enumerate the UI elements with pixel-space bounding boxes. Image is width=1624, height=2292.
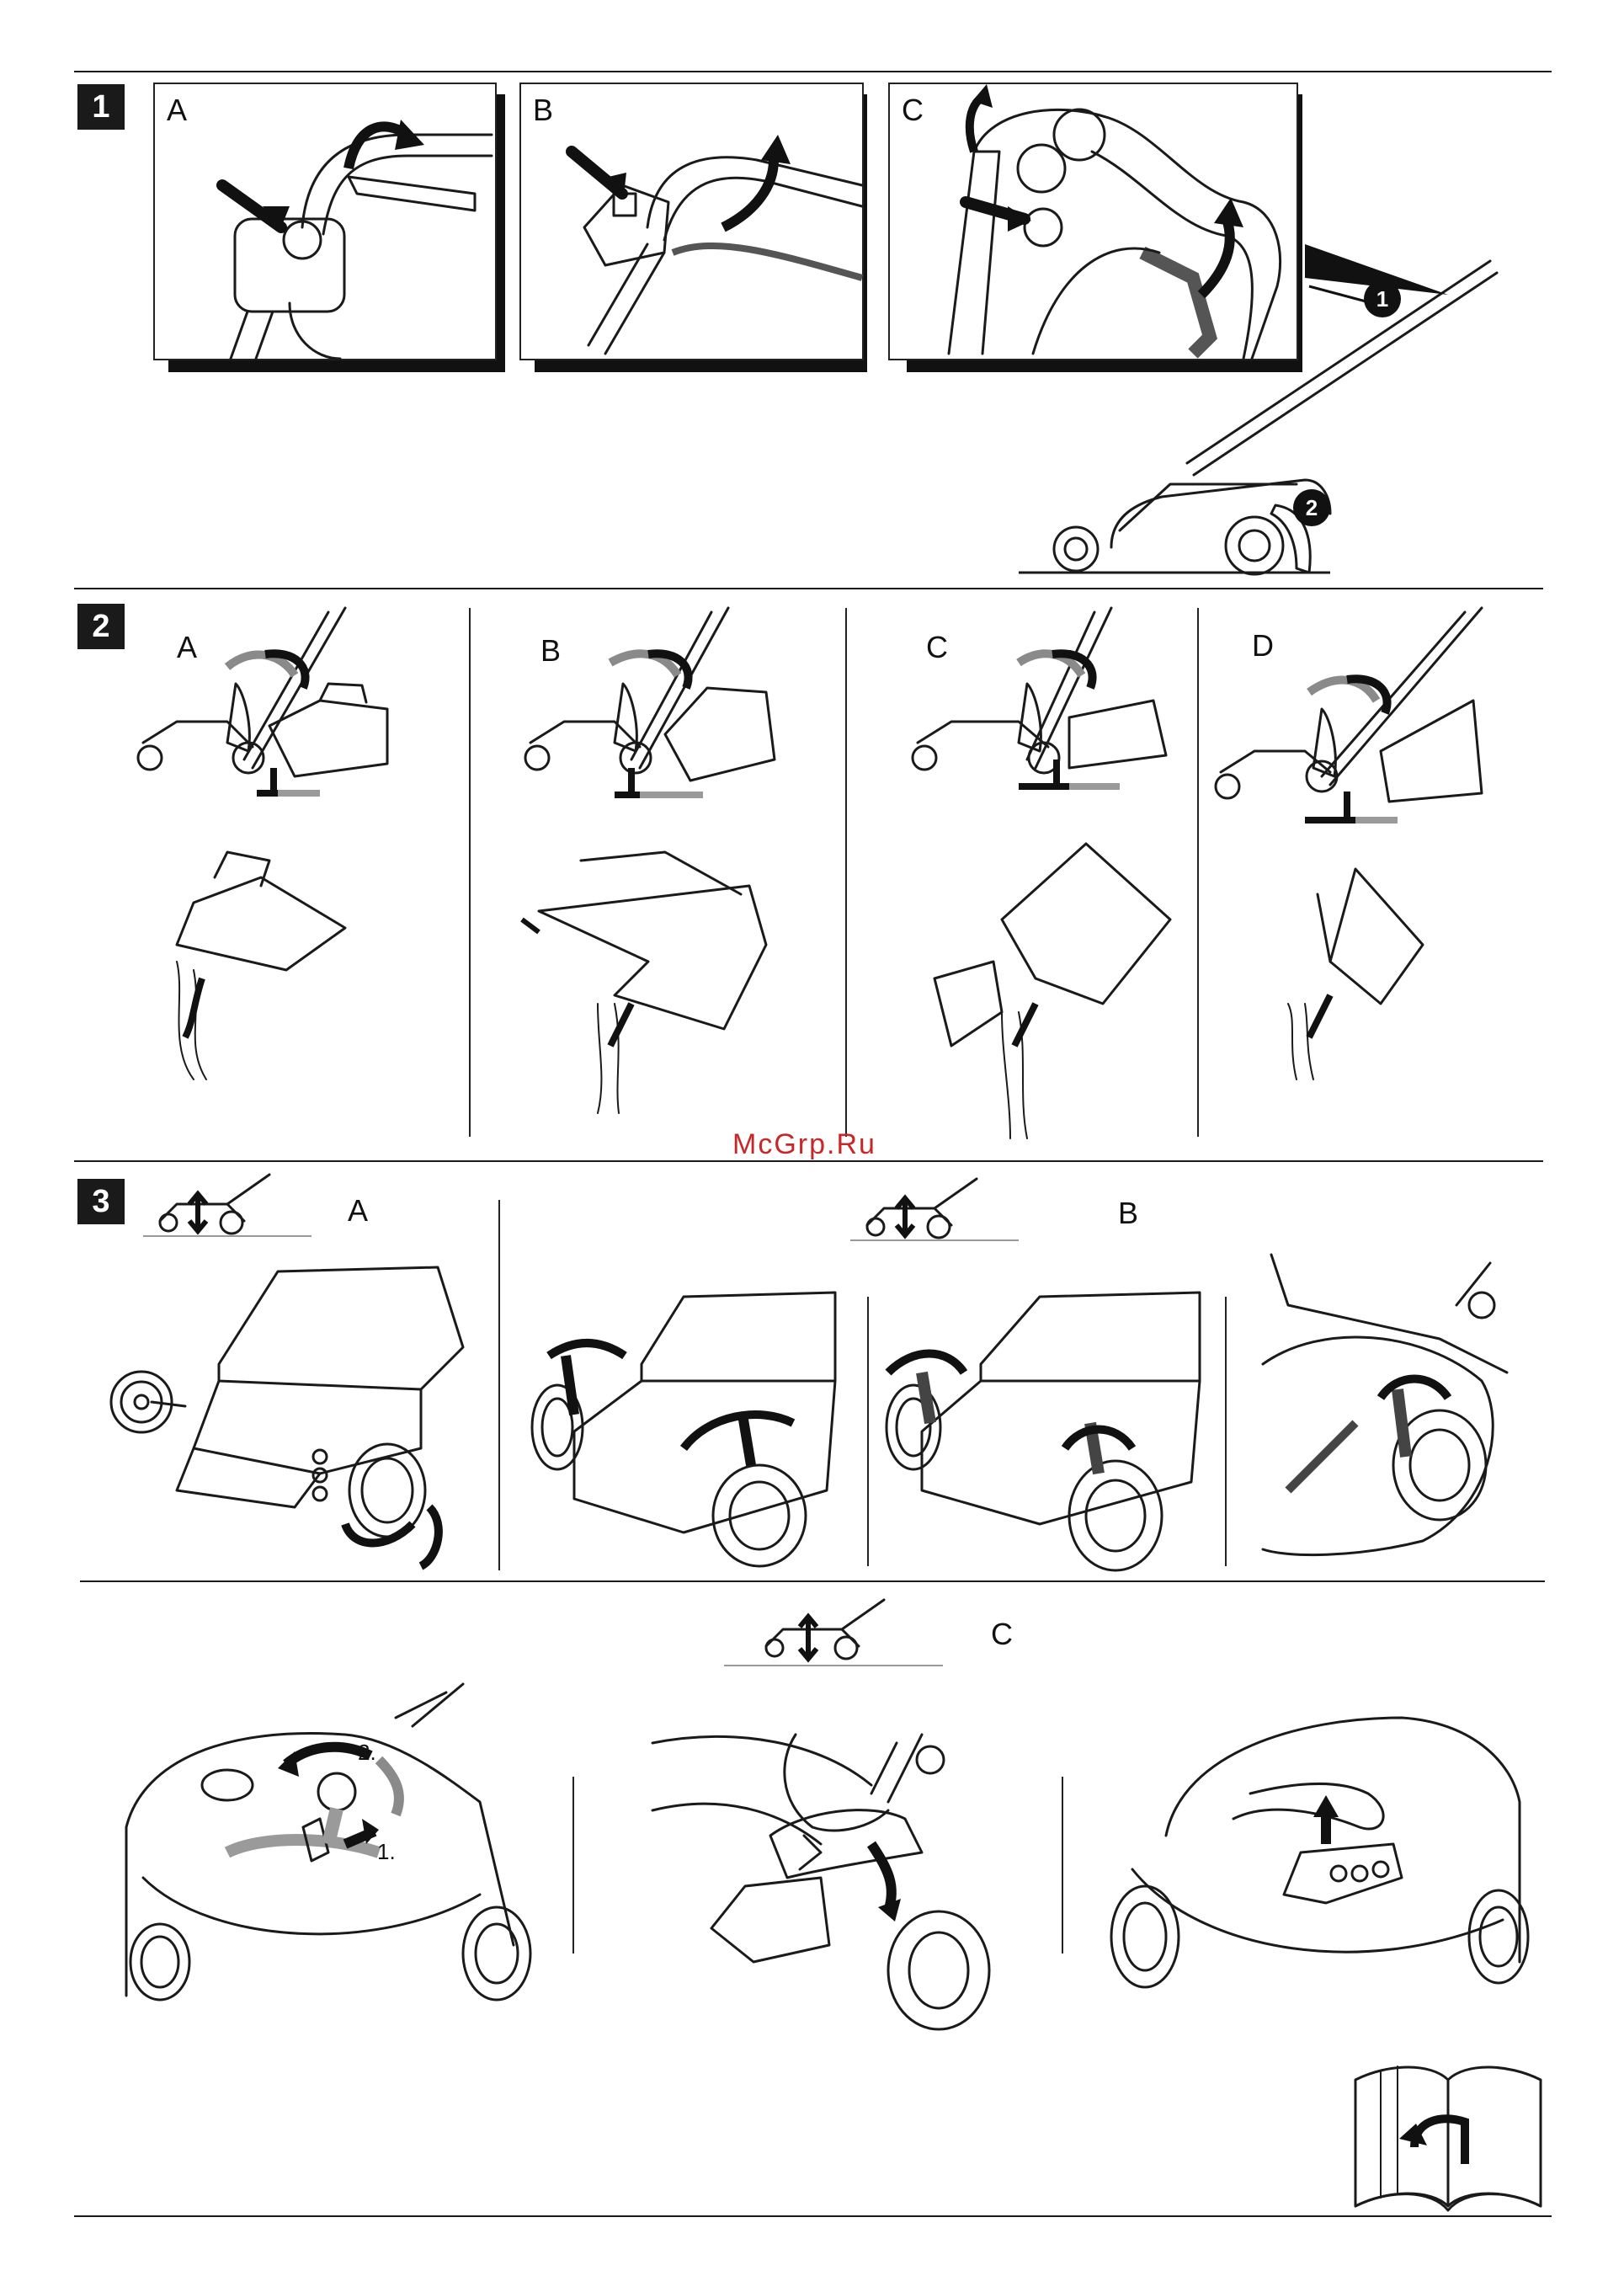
catcher-attach-2d-illustration [1212, 608, 1515, 1130]
section-3c-divider-2 [1062, 1777, 1063, 1954]
panel-3b-letter: B [1118, 1196, 1138, 1231]
open-book-page-turn-icon [1347, 2055, 1549, 2223]
section-3-mid-rule [80, 1580, 1545, 1582]
catcher-attach-2b-illustration [514, 608, 867, 1130]
section-1-number: 1 [77, 84, 125, 130]
watermark: McGrp.Ru [732, 1128, 876, 1161]
section-2-number: 2 [77, 604, 125, 649]
section-3-divider-1 [498, 1200, 500, 1570]
panel-1a-frame: A [153, 83, 497, 360]
section-3c-divider-1 [572, 1777, 574, 1954]
handle-clamp-illustration [521, 84, 862, 359]
handle-lock-illustration [155, 84, 495, 359]
mower-height-icon-a [143, 1170, 311, 1238]
callout-2-label: 2 [1306, 495, 1318, 520]
rear-lever-hand-illustration [652, 1709, 1031, 2021]
lever-height-3b-right-illustration [1254, 1255, 1557, 1558]
catcher-attach-2c-illustration [901, 608, 1221, 1147]
panel-1b-frame: B [519, 83, 864, 360]
catcher-attach-2a-illustration [126, 608, 480, 1130]
mower-height-icon-b [850, 1175, 1019, 1242]
mower-overview-illustration: 1 2 [1019, 253, 1524, 556]
lever-height-3b-middle-illustration [871, 1280, 1225, 1583]
section-3-divider-3 [1225, 1297, 1227, 1566]
step-1-label: 1. [377, 1839, 396, 1864]
central-height-knob-illustration: 2. 1. [126, 1676, 530, 1987]
callout-1-leader [1305, 244, 1473, 295]
section-3-number: 3 [77, 1179, 125, 1224]
panel-3a-letter: A [348, 1193, 368, 1229]
top-handle-hand-illustration [1116, 1684, 1528, 1996]
top-rule [74, 71, 1552, 72]
panel-3c-letter: C [991, 1617, 1013, 1652]
bottom-rule [74, 2215, 1552, 2217]
step-2-label: 2. [358, 1740, 376, 1765]
lever-height-3b-left-illustration [515, 1280, 852, 1583]
section-3-divider-2 [867, 1297, 869, 1566]
mower-height-icon-c [724, 1591, 943, 1667]
section-1-bottom-rule [74, 588, 1543, 589]
wheel-height-3a-illustration [101, 1255, 488, 1591]
